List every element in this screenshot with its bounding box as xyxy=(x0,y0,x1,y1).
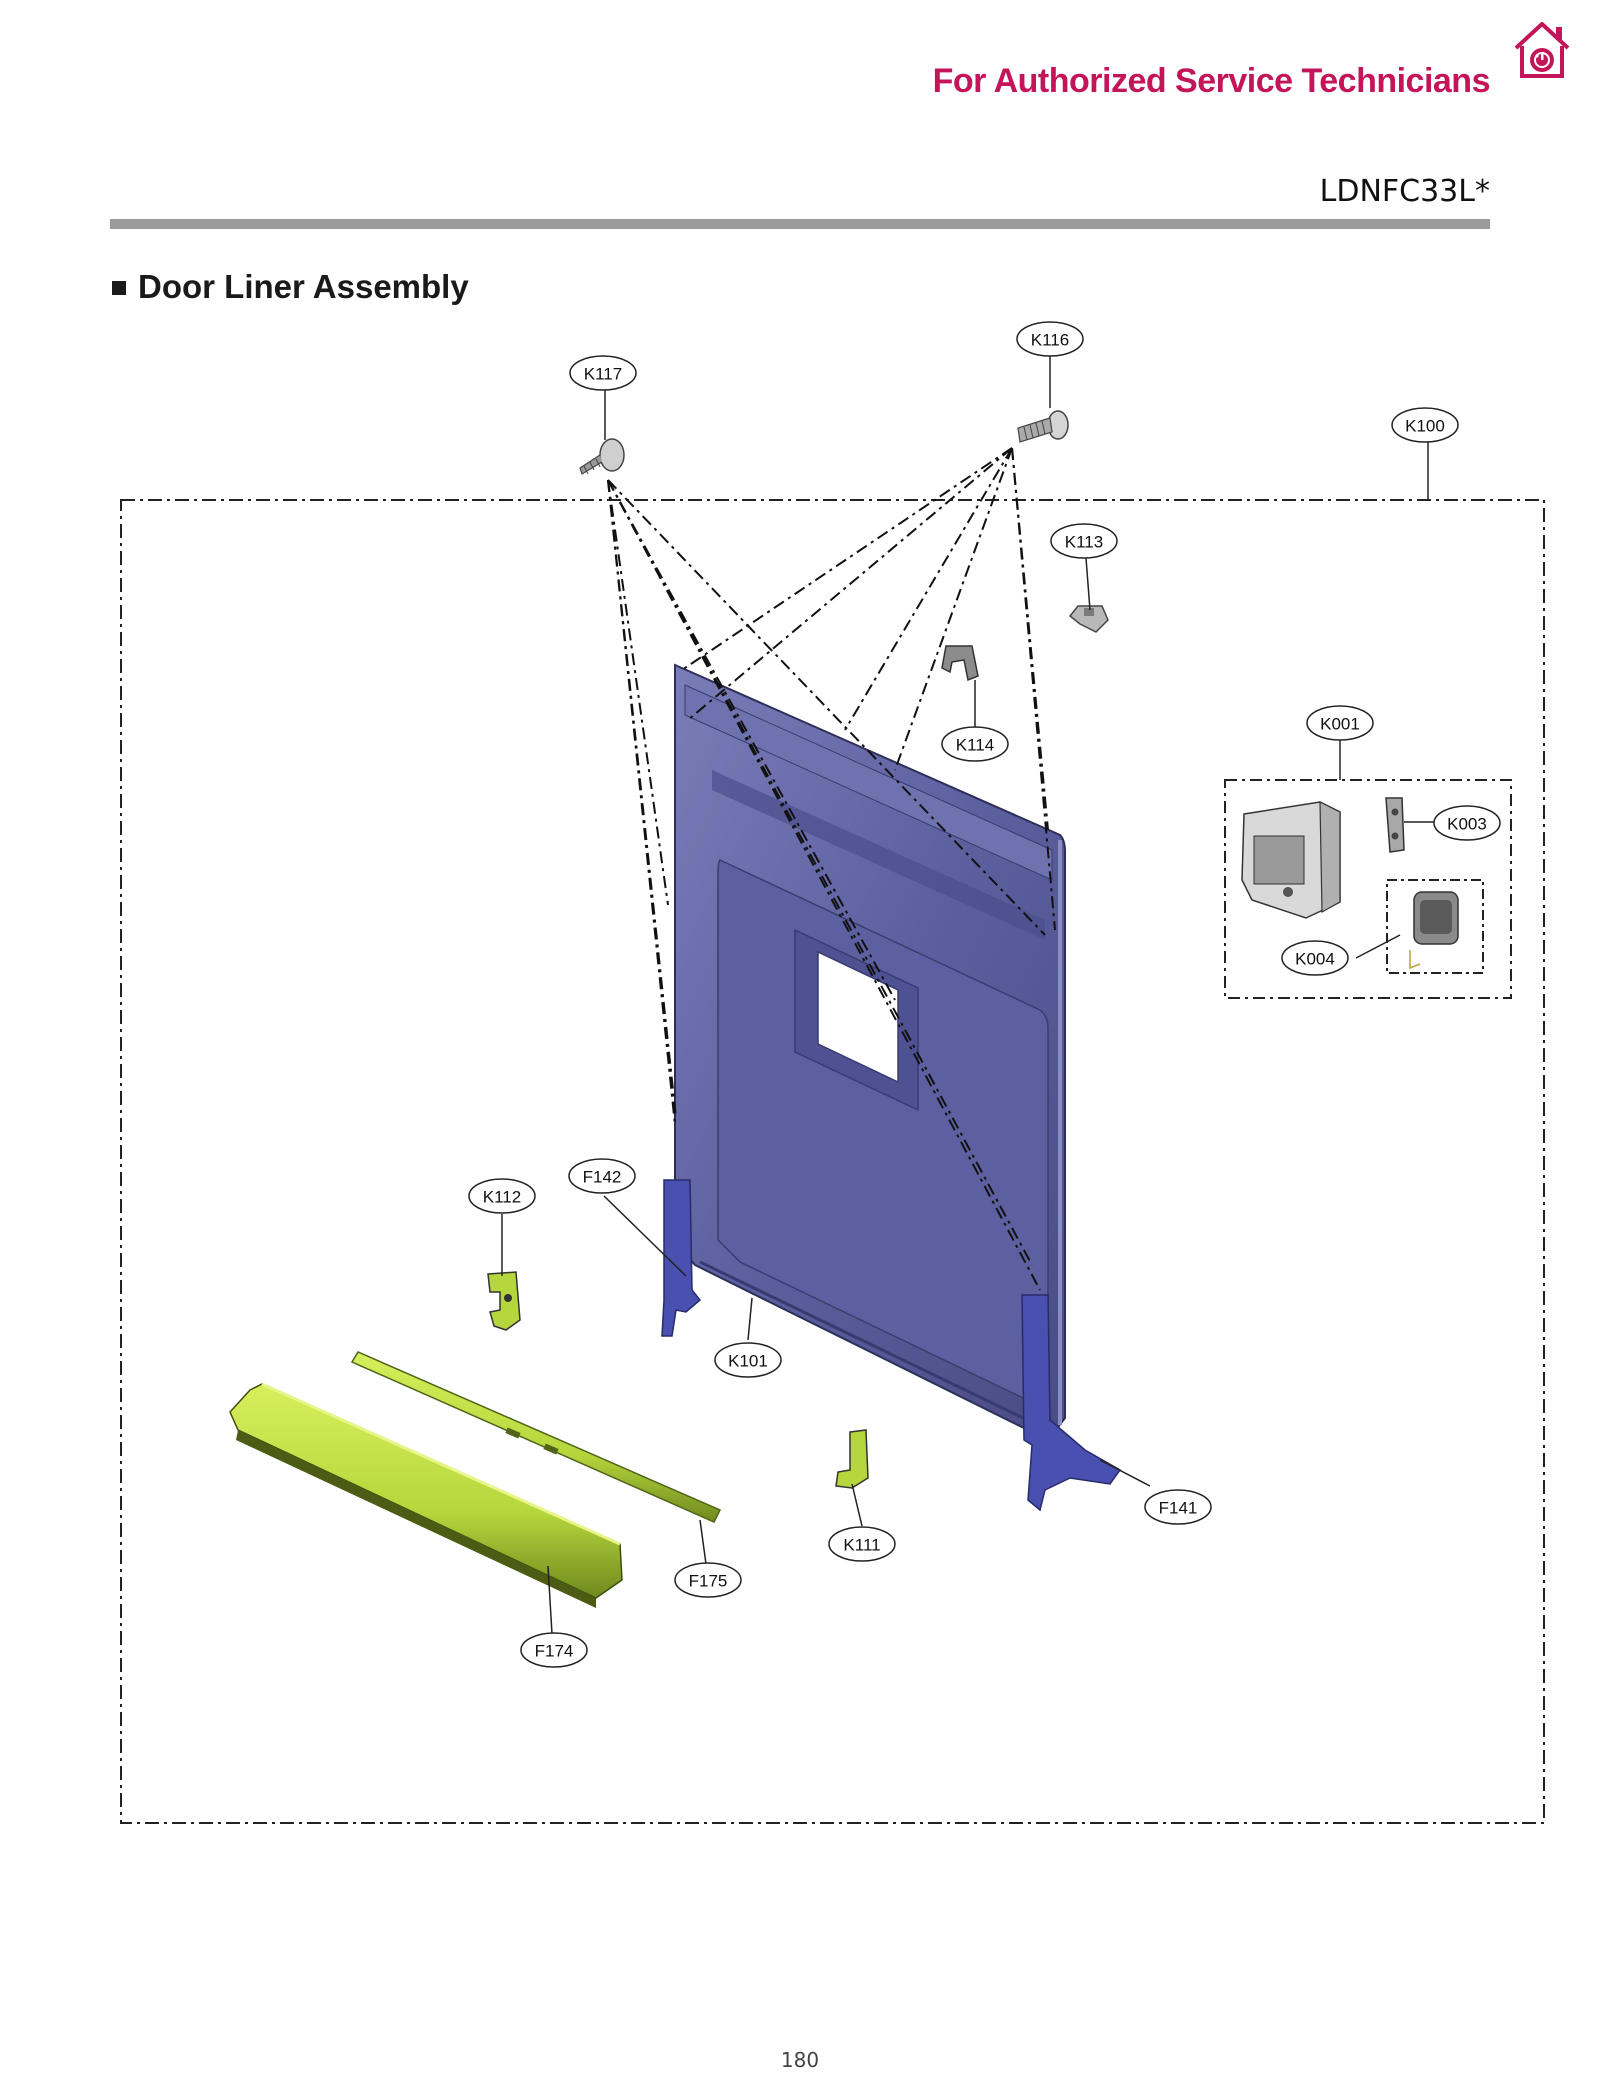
callout-label-k001: K001 xyxy=(1320,715,1360,734)
callout-k003: K003 xyxy=(1433,805,1501,841)
callout-f174: F174 xyxy=(520,1632,588,1668)
bullet-square-icon xyxy=(112,281,126,295)
callout-label-k004: K004 xyxy=(1295,950,1335,969)
clip-k113 xyxy=(1068,605,1109,633)
callout-k116: K116 xyxy=(1016,321,1084,357)
callout-k001: K001 xyxy=(1306,705,1374,741)
bracket-k114 xyxy=(941,645,979,682)
callout-k114: K114 xyxy=(941,726,1009,762)
screw-k117 xyxy=(579,438,625,475)
callout-label-f141: F141 xyxy=(1159,1499,1198,1518)
screw-k116 xyxy=(1017,410,1069,443)
model-number: LDNFC33L* xyxy=(1319,174,1490,209)
callout-label-f175: F175 xyxy=(689,1572,728,1591)
callout-k111: K111 xyxy=(828,1526,896,1562)
cover-k003 xyxy=(1385,797,1405,853)
page-number: 180 xyxy=(780,2048,820,2072)
callout-f142: F142 xyxy=(568,1158,636,1194)
callout-label-k101: K101 xyxy=(728,1352,768,1371)
section-title: Door Liner Assembly xyxy=(112,268,469,306)
right-hinge-f141 xyxy=(1021,1294,1122,1512)
header-title: For Authorized Service Technicians xyxy=(932,62,1491,100)
bracket-k112 xyxy=(487,1271,521,1331)
k100-assembly-boundary xyxy=(120,499,1545,1824)
callout-label-k100: K100 xyxy=(1405,417,1445,436)
callout-k112: K112 xyxy=(468,1178,536,1214)
callout-k101: K101 xyxy=(714,1342,782,1378)
callout-label-k113: K113 xyxy=(1065,533,1103,552)
dispenser-k001 xyxy=(1241,801,1341,919)
left-hinge-f142 xyxy=(661,1179,702,1337)
callout-label-f142: F142 xyxy=(583,1168,622,1187)
callout-f141: F141 xyxy=(1144,1489,1212,1525)
leader-lines xyxy=(501,354,1442,1635)
rail-f174 xyxy=(229,1382,623,1608)
callout-label-k111: K111 xyxy=(843,1536,880,1555)
callout-k113: K113 xyxy=(1050,523,1118,559)
cap-k004 xyxy=(1409,891,1459,970)
explosion-lines xyxy=(607,447,1056,1291)
bracket-k111 xyxy=(835,1429,869,1489)
callout-k004: K004 xyxy=(1281,940,1349,976)
lg-home-logo-icon xyxy=(1514,22,1570,78)
k001-assembly-boundary xyxy=(1224,779,1512,999)
callout-label-k112: K112 xyxy=(483,1188,521,1207)
k004-assembly-boundary xyxy=(1386,879,1484,974)
callout-label-k114: K114 xyxy=(956,736,994,755)
callout-f175: F175 xyxy=(674,1562,742,1598)
callout-label-f174: F174 xyxy=(535,1642,574,1661)
callout-k117: K117 xyxy=(569,355,637,391)
section-title-text: Door Liner Assembly xyxy=(138,268,469,305)
callout-k100: K100 xyxy=(1391,407,1459,443)
callout-label-k003: K003 xyxy=(1447,815,1487,834)
rod-f175 xyxy=(350,1351,722,1523)
door-liner-part xyxy=(674,663,1066,1442)
callout-label-k117: K117 xyxy=(584,365,622,384)
callout-label-k116: K116 xyxy=(1031,331,1069,350)
header-divider xyxy=(110,219,1490,229)
